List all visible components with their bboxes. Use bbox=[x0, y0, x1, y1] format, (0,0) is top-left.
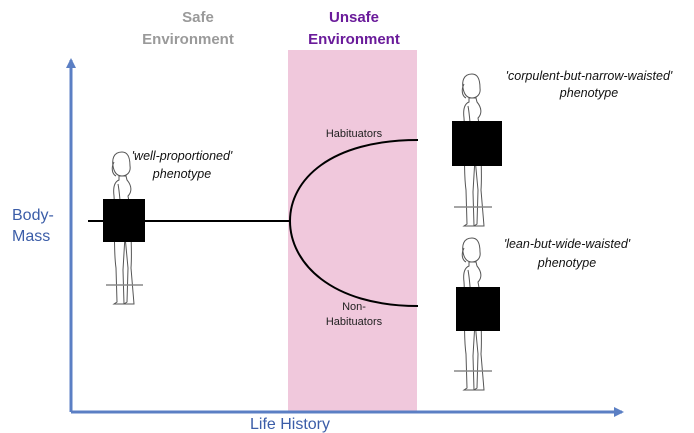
non-habituators-label-line1: Non- bbox=[342, 301, 366, 313]
well-proportioned-figure bbox=[103, 151, 145, 305]
non-habituators-label-line2: Habituators bbox=[326, 316, 383, 328]
lean-label-line2: phenotype bbox=[537, 256, 596, 270]
safe-title-line2: Environment bbox=[142, 31, 234, 48]
unsafe-title-line2: Environment bbox=[308, 31, 400, 48]
well-proportioned-body-box bbox=[103, 199, 145, 242]
lean-figure bbox=[454, 237, 500, 391]
safe-title-line1: Safe bbox=[182, 9, 214, 26]
y-axis-label-line1: Body- bbox=[12, 207, 54, 224]
unsafe-title-line1: Unsafe bbox=[329, 9, 379, 26]
lean-body-box bbox=[456, 287, 500, 331]
corpulent-figure bbox=[452, 73, 502, 227]
corpulent-body-box bbox=[452, 121, 502, 166]
corpulent-label-line1: 'corpulent-but-narrow-waisted' bbox=[506, 69, 673, 83]
lean-label-line1: 'lean-but-wide-waisted' bbox=[504, 237, 631, 251]
habituators-label: Habituators bbox=[326, 128, 383, 140]
x-axis-label: Life History bbox=[250, 416, 330, 433]
trajectory-fork bbox=[288, 139, 419, 307]
well-proportioned-label-line1: 'well-proportioned' bbox=[132, 149, 233, 163]
well-proportioned-label-line2: phenotype bbox=[152, 167, 211, 181]
y-axis-label-line2: Mass bbox=[12, 228, 50, 245]
unsafe-environment-band bbox=[288, 50, 417, 412]
corpulent-label-line2: phenotype bbox=[559, 86, 618, 100]
